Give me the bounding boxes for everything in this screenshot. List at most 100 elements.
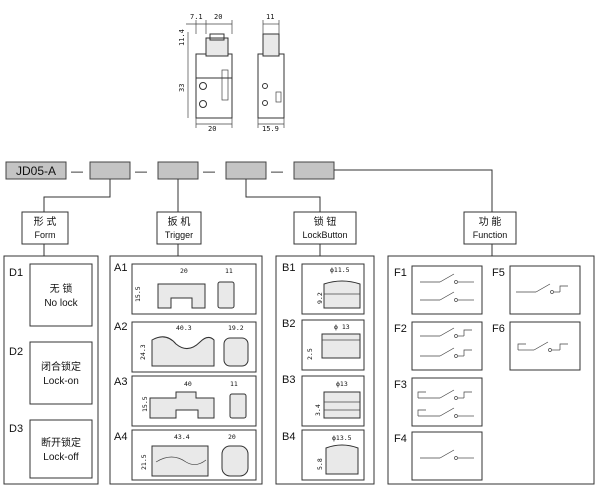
category-headers: 形 式 Form 扳 机 Trigger 锁 钮 LockButton 功 能 … (21, 211, 517, 245)
panel-function (387, 255, 595, 485)
trigger-shape-a2 (151, 336, 215, 367)
dim-d1: 7.1 (190, 13, 203, 21)
header-trigger-en: Trigger (165, 230, 193, 240)
dash: — (71, 164, 83, 178)
form-code-d3: D3 (9, 423, 23, 435)
switch-side-trigger (262, 33, 280, 57)
header-form-en: Form (35, 230, 56, 240)
trigger-dim-a2-w2: 19.2 (228, 324, 244, 332)
function-card-f5 (509, 265, 581, 315)
header-lockbutton-en: LockButton (302, 230, 347, 240)
switch-trigger (205, 37, 229, 57)
dim-h1: 11.4 (178, 29, 186, 46)
function-code-f5: F5 (492, 267, 505, 279)
trigger-shape-a4 (151, 445, 209, 477)
form-card-d3 (29, 419, 93, 479)
lock-dim-b1-h: 9.2 (316, 292, 324, 304)
dash: — (135, 164, 147, 178)
function-code-f2: F2 (394, 323, 407, 335)
function-card-f3 (411, 377, 483, 427)
connector-lines (43, 169, 493, 256)
lock-dim-b2-h: 2.5 (306, 348, 314, 360)
top-drawing: 7.1 20 11.4 33 20 11 15.9 (178, 13, 285, 133)
trigger-dim-a2-w: 40.3 (176, 324, 192, 332)
lock-dim-b2-d: ϕ 13 (334, 323, 350, 331)
switch-symbol-icon (516, 283, 568, 294)
code-slot-lockbutton (225, 161, 267, 180)
switch-symbol-icon (420, 327, 472, 358)
trigger-dim-a1-h: 15.5 (134, 286, 142, 302)
lock-dim-b4-d: ϕ13.5 (332, 434, 352, 442)
trigger-dim-a3-h: 15.5 (141, 396, 149, 412)
trigger-code-a3: A3 (114, 376, 127, 388)
form-en-d2: Lock-on (43, 376, 79, 387)
trigger-dim-a1-w: 20 (180, 267, 188, 275)
function-card-f2 (411, 321, 483, 371)
switch-symbol-icon (420, 273, 474, 302)
header-trigger-cn: 扳 机 (168, 215, 191, 228)
header-function-cn: 功 能 (479, 215, 502, 228)
function-code-f4: F4 (394, 433, 407, 445)
code-slot-function (293, 161, 335, 180)
trigger-dim-a3-w: 40 (184, 380, 192, 388)
trigger-dim-a4-h: 21.5 (140, 454, 148, 470)
trigger-shape-a1 (157, 283, 206, 309)
panel-lockbutton (275, 255, 375, 485)
lock-code-b1: B1 (282, 262, 295, 274)
function-card-f6 (509, 321, 581, 371)
form-en-d1: No lock (44, 298, 78, 309)
lock-shape-b1 (323, 280, 361, 309)
trigger-code-a4: A4 (114, 431, 127, 443)
panel-form (3, 255, 99, 485)
panel-trigger (109, 255, 263, 485)
header-lockbutton (293, 211, 357, 245)
function-card-f1 (411, 265, 483, 315)
header-function (463, 211, 517, 245)
lock-shape-b3 (323, 391, 361, 419)
trigger-dim-a2-h: 24.3 (139, 344, 147, 360)
function-code-f6: F6 (492, 323, 505, 335)
trigger-dim-a4-w: 43.4 (174, 433, 190, 441)
switch-front-body (195, 53, 233, 119)
form-cn-d3: 断开锁定 (41, 436, 81, 449)
lock-dim-b3-h: 3.4 (314, 404, 322, 416)
switch-symbol-icon (417, 389, 474, 418)
lock-dim-b3-d: ϕ13 (336, 380, 348, 388)
lock-shape-b4 (325, 444, 359, 475)
lock-code-b3: B3 (282, 374, 295, 386)
code-slot-trigger (157, 161, 199, 180)
lock-shape-b2 (321, 333, 361, 359)
header-trigger (156, 211, 202, 245)
dash: — (203, 164, 215, 178)
trigger-dim-a3-w2: 11 (230, 380, 238, 388)
header-function-en: Function (473, 230, 508, 240)
header-form-cn: 形 式 (34, 215, 57, 228)
screw-icon (199, 82, 207, 90)
switch-symbol-icon (420, 449, 474, 460)
dim-d2: 20 (214, 13, 222, 21)
trigger-shape-a3 (149, 391, 215, 419)
form-cn-d1: 无 锁 (50, 282, 73, 295)
dim-w1: 20 (208, 125, 216, 133)
dim-w2: 15.9 (262, 125, 279, 133)
trigger-options: A1 20 11 15.5 A2 40.3 19.2 24.3 A3 40 11… (114, 262, 257, 481)
function-code-f1: F1 (394, 267, 407, 279)
lock-code-b2: B2 (282, 318, 295, 330)
trigger-code-a2: A2 (114, 321, 127, 333)
form-en-d3: Lock-off (43, 452, 79, 463)
trigger-code-a1: A1 (114, 262, 127, 274)
form-card-d1 (29, 263, 93, 327)
model-label: JD05-A (16, 164, 56, 178)
function-options: F1 F5 F2 F6 F3 (394, 265, 581, 481)
model-code-row: JD05-A — — — — (5, 161, 335, 180)
form-options: D1 无 锁 No lock D2 闭合锁定 Lock-on D3 断开锁定 L… (9, 263, 93, 479)
dim-d3: 11 (266, 13, 274, 21)
lock-dim-b4-h: 5.8 (316, 458, 324, 470)
switch-trigger-top (209, 33, 225, 41)
function-card-f4 (411, 431, 483, 481)
lockbutton-options: B1 ϕ11.5 9.2 B2 ϕ 13 2.5 B3 ϕ13 3.4 B4 ϕ… (282, 262, 365, 481)
dash: — (271, 164, 283, 178)
lock-dim-b1-d: ϕ11.5 (330, 266, 350, 274)
header-form (21, 211, 69, 245)
